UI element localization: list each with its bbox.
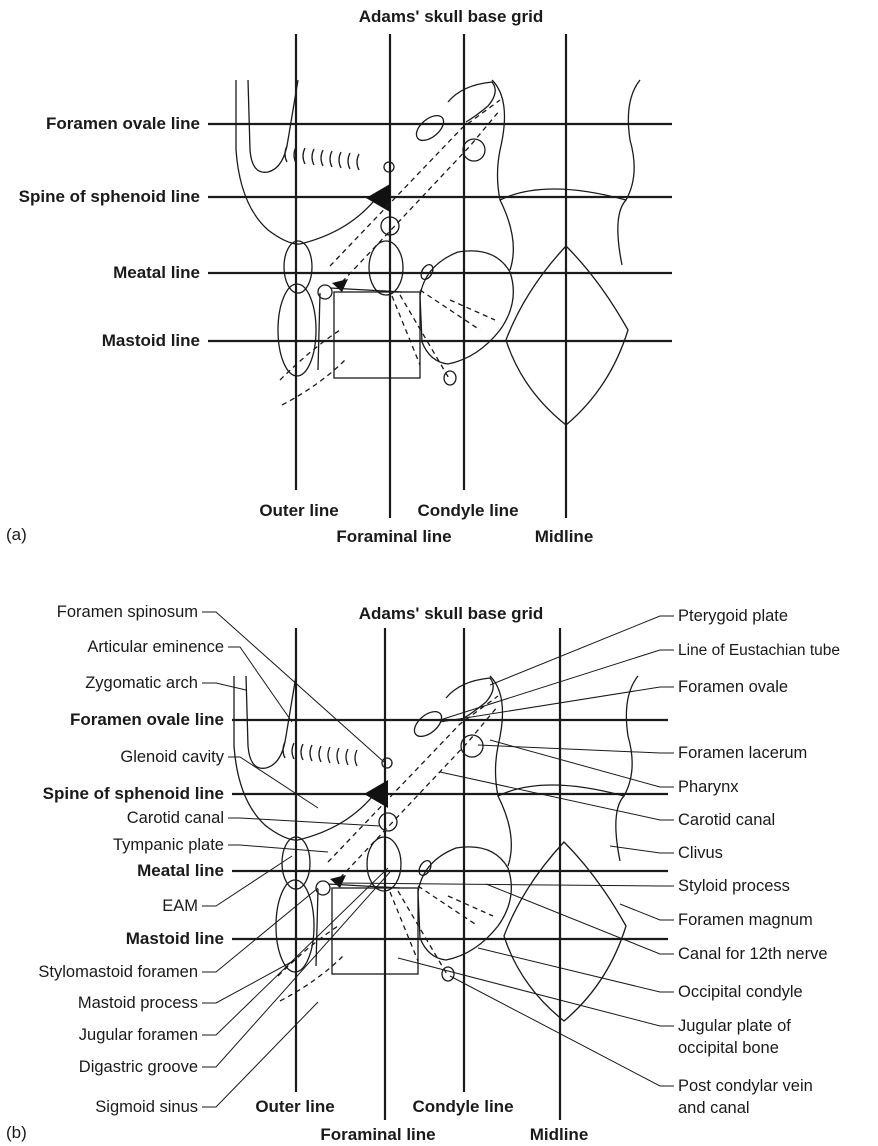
label-line-of-eustachian-tube: Line of Eustachian tube	[678, 642, 840, 659]
left-leader-lines	[202, 611, 391, 1108]
label-jugular-plate-line2: occipital bone	[678, 1039, 779, 1057]
label-articular-eminence: Articular eminence	[87, 638, 224, 656]
label-midline: Midline	[535, 527, 594, 546]
label-midline: Midline	[530, 1125, 589, 1144]
panel-a-title: Adams' skull base grid	[359, 7, 544, 26]
label-mastoid-line: Mastoid line	[102, 331, 200, 350]
label-foramen-ovale: Foramen ovale	[678, 678, 788, 696]
label-foramen-lacerum: Foramen lacerum	[678, 744, 807, 762]
label-jugular-plate-line1: Jugular plate of	[678, 1017, 791, 1035]
panel-a-letter: (a)	[6, 525, 27, 544]
label-foramen-spinosum: Foramen spinosum	[57, 603, 198, 621]
label-foramen-ovale-line: Foramen ovale line	[46, 114, 200, 133]
panel-b-title: Adams' skull base grid	[359, 604, 544, 623]
label-outer-line: Outer line	[255, 1097, 334, 1116]
label-glenoid-cavity: Glenoid cavity	[120, 748, 224, 766]
panel-b-letter: (b)	[6, 1123, 27, 1142]
label-eam: EAM	[162, 897, 198, 915]
label-foramen-ovale-line: Foramen ovale line	[70, 710, 224, 729]
label-foraminal-line: Foraminal line	[320, 1125, 435, 1144]
label-digastric-groove: Digastric groove	[79, 1058, 198, 1076]
label-sigmoid-sinus: Sigmoid sinus	[95, 1098, 198, 1116]
label-foramen-magnum: Foramen magnum	[678, 911, 813, 929]
label-foraminal-line: Foraminal line	[336, 527, 451, 546]
panel-b: Adams' skull base grid Foramen ovale lin…	[6, 603, 840, 1144]
label-meatal-line: Meatal line	[113, 263, 200, 282]
label-jugular-foramen: Jugular foramen	[79, 1026, 198, 1044]
label-meatal-line: Meatal line	[137, 861, 224, 880]
label-styloid-process: Styloid process	[678, 877, 790, 895]
label-post-condylar-line1: Post condylar vein	[678, 1077, 813, 1095]
label-pterygoid-plate: Pterygoid plate	[678, 607, 788, 625]
label-carotid-canal-left: Carotid canal	[127, 809, 224, 827]
label-stylomastoid-foramen: Stylomastoid foramen	[38, 963, 198, 981]
label-mastoid-line: Mastoid line	[126, 929, 224, 948]
right-leader-lines	[335, 615, 674, 1087]
label-tympanic-plate: Tympanic plate	[113, 836, 224, 854]
label-outer-line: Outer line	[259, 501, 338, 520]
label-spine-of-sphenoid-line: Spine of sphenoid line	[19, 187, 200, 206]
label-zygomatic-arch: Zygomatic arch	[85, 674, 198, 692]
label-canal-for-12th-nerve: Canal for 12th nerve	[678, 945, 828, 963]
label-condyle-line: Condyle line	[417, 501, 518, 520]
label-clivus: Clivus	[678, 844, 723, 862]
panel-a: Adams' skull base grid Foramen ovale lin…	[6, 7, 672, 546]
label-occipital-condyle: Occipital condyle	[678, 983, 803, 1001]
label-pharynx: Pharynx	[678, 778, 739, 796]
label-spine-of-sphenoid-line: Spine of sphenoid line	[43, 784, 224, 803]
label-post-condylar-line2: and canal	[678, 1099, 750, 1117]
label-mastoid-process: Mastoid process	[78, 994, 198, 1012]
label-carotid-canal-right: Carotid canal	[678, 811, 775, 829]
label-condyle-line: Condyle line	[412, 1097, 513, 1116]
